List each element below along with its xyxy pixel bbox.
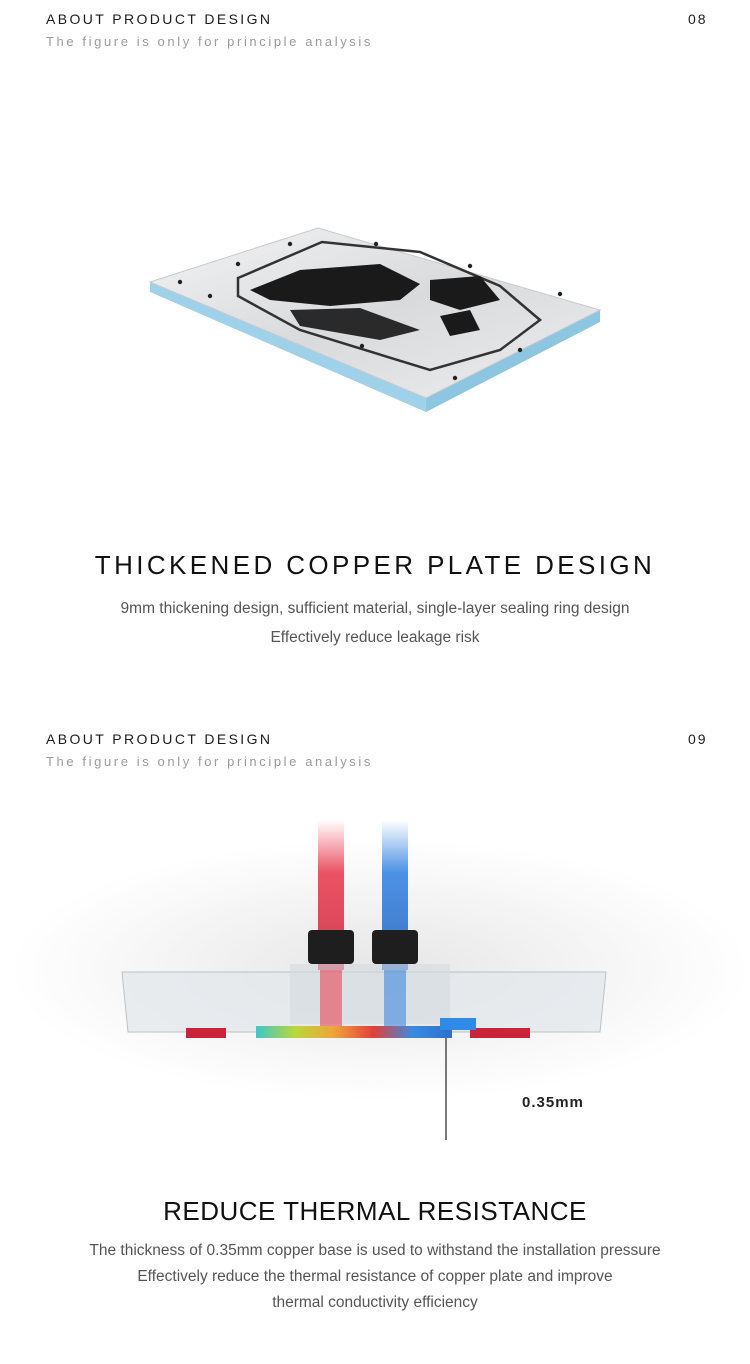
cold-flow: [384, 970, 406, 1030]
channel-cavity: [250, 264, 420, 306]
description-line: 9mm thickening design, sufficient materi…: [120, 600, 630, 617]
cold-plate-tab: [440, 1018, 476, 1030]
acrylic-center: [290, 964, 450, 1024]
description-line: Effectively reduce the thermal resistanc…: [137, 1268, 613, 1285]
description-line: The thickness of 0.35mm copper base is u…: [89, 1242, 661, 1259]
fitting-icon: [308, 930, 354, 964]
copper-base-thermal: [256, 1026, 452, 1038]
section-page-number: 08: [688, 11, 708, 27]
plate-edge-left: [150, 282, 426, 412]
screw-holes: [177, 241, 563, 381]
section-description: 9mm thickening design, sufficient materi…: [0, 594, 750, 652]
section-kicker: ABOUT PRODUCT DESIGN: [46, 731, 273, 747]
vrm-pad: [186, 1028, 226, 1038]
vrm-pad: [470, 1028, 530, 1038]
copper-thickness-label: 0.35mm: [522, 1094, 584, 1111]
section-subkicker: The figure is only for principle analysi…: [46, 34, 373, 49]
waterblock-cross-section-illustration: [0, 780, 750, 1140]
section-kicker: ABOUT PRODUCT DESIGN: [46, 11, 273, 27]
section-headline: REDUCE THERMAL RESISTANCE: [163, 1196, 587, 1226]
section-subkicker: The figure is only for principle analysi…: [46, 754, 373, 769]
section-thickened-copper: ABOUT PRODUCT DESIGN The figure is only …: [0, 11, 750, 652]
fitting-icon: [372, 930, 418, 964]
copper-plate-illustration: [0, 200, 750, 430]
channel-cavity: [430, 276, 500, 310]
microfin-area: [290, 308, 420, 340]
dimension-line: [445, 1038, 447, 1140]
channel-cavity: [440, 310, 480, 336]
seal-groove: [236, 240, 543, 372]
description-line: Effectively reduce leakage risk: [270, 629, 480, 646]
plate-edge-right: [426, 310, 600, 412]
description-line: thermal conductivity efficiency: [272, 1294, 478, 1311]
section-page-number: 09: [688, 731, 708, 747]
hot-flow: [320, 970, 342, 1030]
plate-top-surface: [148, 227, 602, 399]
section-thermal-resistance: ABOUT PRODUCT DESIGN The figure is only …: [0, 720, 750, 1364]
section-headline: THICKENED COPPER PLATE DESIGN: [94, 550, 656, 580]
section-description: The thickness of 0.35mm copper base is u…: [0, 1238, 750, 1316]
